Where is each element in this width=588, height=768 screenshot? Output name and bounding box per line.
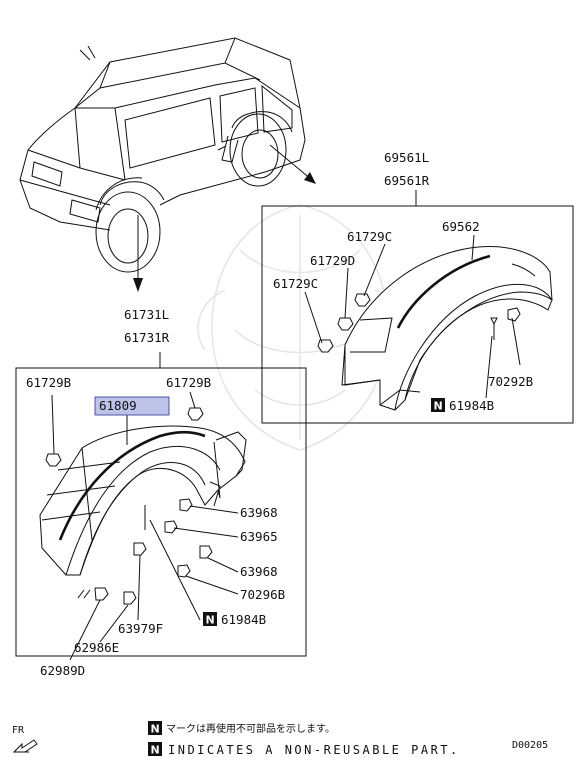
label-rear-nonreuse: 61984B [449, 398, 494, 413]
label-front-clip-bottom: 63979F [118, 621, 163, 636]
label-front-clip-left: 61729B [26, 375, 71, 390]
non-reusable-badge-rear [431, 398, 445, 412]
legend-japanese: マークは再使用不可部品を示します。 [166, 722, 335, 735]
label-rear-fender-l: 69561L [384, 150, 429, 165]
badge-letter-rear: N [434, 400, 443, 413]
label-rear-clip-upper: 61729C [347, 229, 392, 244]
label-front-bolt-3: 63968 [240, 564, 278, 579]
highlight-box [94, 396, 170, 416]
badge-letter-front: N [206, 614, 215, 627]
rear-fender-frame [261, 205, 574, 424]
watermark-emblem [197, 204, 403, 451]
legend: FR N マークは再使用不可部品を示します。 N INDICATES A NON… [12, 721, 548, 757]
label-rear-fender-r: 69561R [384, 173, 430, 188]
label-main-fender-r: 61731R [124, 330, 170, 345]
label-front-clip-right: 61729B [166, 375, 211, 390]
label-main-fender-l: 61731L [124, 307, 169, 322]
legend-english: INDICATES A NON-REUSABLE PART. [168, 743, 460, 757]
front-fender-group [15, 352, 307, 661]
label-front-nonreuse: 61984B [221, 612, 266, 627]
label-rear-piece: 69562 [442, 219, 480, 234]
label-rear-clip-mid: 61729D [310, 253, 355, 268]
badge-letter-legend-en: N [151, 744, 160, 757]
label-front-bolt-1: 63968 [240, 505, 278, 520]
direction-label: FR [12, 725, 25, 736]
label-front-highlight: 61809 [99, 398, 137, 413]
badge-letter-legend-jp: N [151, 723, 160, 736]
front-fender-frame [15, 367, 307, 657]
label-rear-screw: 70292B [488, 374, 533, 389]
non-reusable-badge-front [203, 612, 217, 626]
label-front-nut-1: 62986E [74, 640, 119, 655]
rear-fender-group [261, 190, 574, 424]
non-reusable-badge-legend-jp [148, 721, 162, 735]
label-front-bolt-2: 63965 [240, 529, 278, 544]
front-direction-arrow-icon [12, 739, 38, 753]
label-rear-clip-lower: 61729C [273, 276, 318, 291]
label-front-nut-2: 62989D [40, 663, 85, 678]
vehicle-illustration [19, 37, 316, 292]
non-reusable-badge-legend-en [148, 742, 162, 756]
callout-labels: 69561L 69561R 69562 61729C 61729D 61729C… [26, 150, 533, 678]
diagram-code: D00205 [512, 740, 548, 751]
label-front-screw: 70296B [240, 587, 285, 602]
